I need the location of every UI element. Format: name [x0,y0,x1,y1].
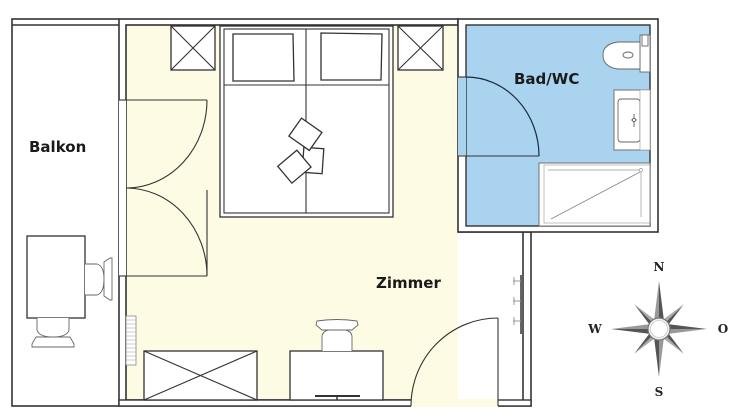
radiator [125,315,137,366]
nightstand-left [170,25,216,71]
pillow [320,32,383,81]
wardrobe [143,350,258,401]
balcony-chair-right [85,257,113,301]
cushion [287,117,323,152]
toilet [602,34,651,73]
room-label: Zimmer [376,274,441,292]
compass-rose-icon [611,281,707,377]
compass-west: W [587,322,602,336]
compass-north: N [654,260,665,274]
wall-hooks [513,275,522,334]
pillow [232,33,295,82]
shower [538,162,651,227]
entrance-door[interactable] [410,317,531,407]
balcony-double-door[interactable] [119,99,208,277]
nightstand-right [397,25,444,71]
desk-chair [315,319,359,351]
balcony-table [26,235,86,319]
desk [289,350,384,401]
bath-label: Bad/WC [514,70,579,88]
cushion [276,149,312,185]
double-bed [219,25,394,218]
sink [613,89,651,151]
balcony-chair-bottom [31,318,75,348]
compass-south: S [655,385,664,399]
balcony-label: Balkon [29,138,86,156]
bath-door[interactable] [458,76,540,157]
compass-east: O [718,322,728,336]
